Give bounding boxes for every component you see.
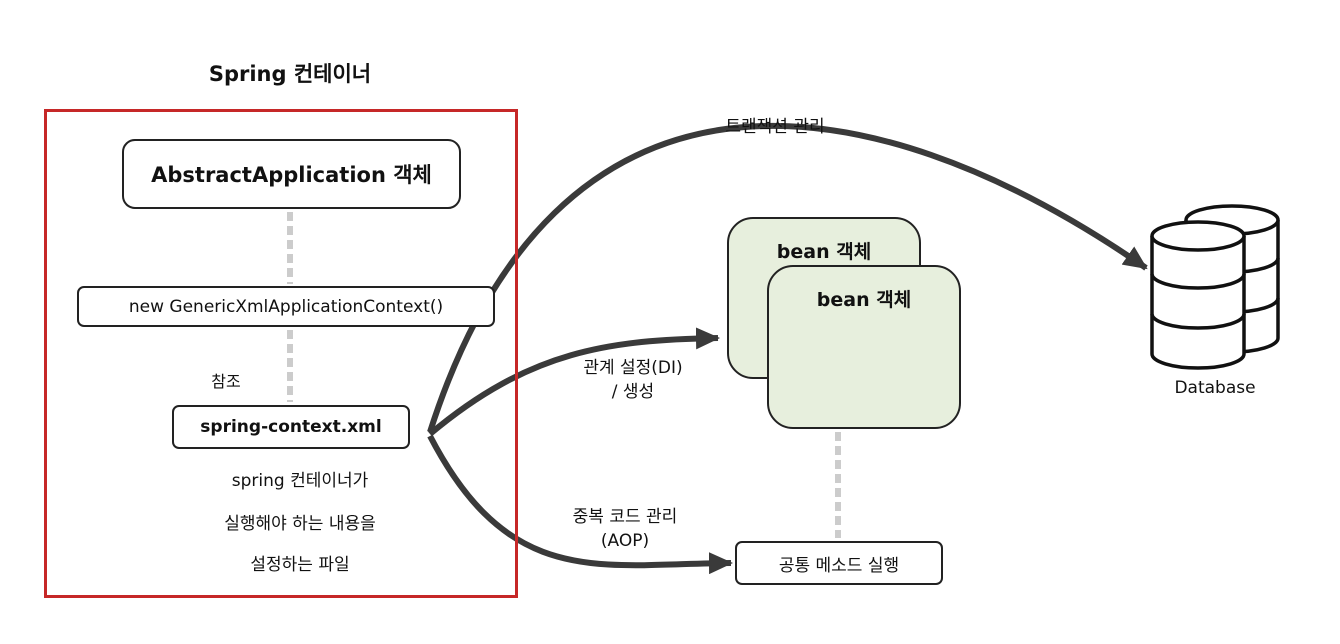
description-line-1: spring 컨테이너가 — [231, 471, 369, 491]
reference-label: 참조 — [211, 372, 241, 391]
di-label: 관계 설정(DI) / 생성 — [548, 356, 718, 404]
container-title: Spring 컨테이너 — [208, 62, 372, 86]
transaction-arrow — [427, 122, 1148, 433]
abstract-application-box: AbstractApplication 객체 — [122, 139, 461, 209]
bean-label: bean 객체 — [776, 241, 872, 263]
database-icon — [1150, 204, 1280, 370]
aop-label-line-1: 중복 코드 관리 — [572, 507, 678, 527]
bean-label: bean 객체 — [816, 289, 912, 311]
spring-context-xml-box: spring-context.xml — [172, 405, 410, 449]
transaction-label: 트랜잭션 관리 — [725, 117, 825, 137]
description-line-3: 설정하는 파일 — [250, 555, 350, 575]
di-label-line-1: 관계 설정(DI) — [583, 358, 683, 378]
bean-object-front: bean 객체 — [767, 265, 961, 429]
description-line-2: 실행해야 하는 내용을 — [224, 514, 376, 534]
spring-container-frame — [44, 109, 518, 598]
di-arrow — [428, 327, 720, 437]
common-method-box: 공통 메소드 실행 — [735, 541, 943, 585]
aop-arrow — [427, 434, 733, 575]
di-label-line-2: / 생성 — [611, 382, 655, 402]
database-label: Database — [1174, 378, 1256, 398]
aop-label: 중복 코드 관리 (AOP) — [540, 505, 710, 553]
aop-label-line-2: (AOP) — [600, 531, 650, 551]
generic-xml-context-box: new GenericXmlApplicationContext() — [77, 286, 495, 327]
